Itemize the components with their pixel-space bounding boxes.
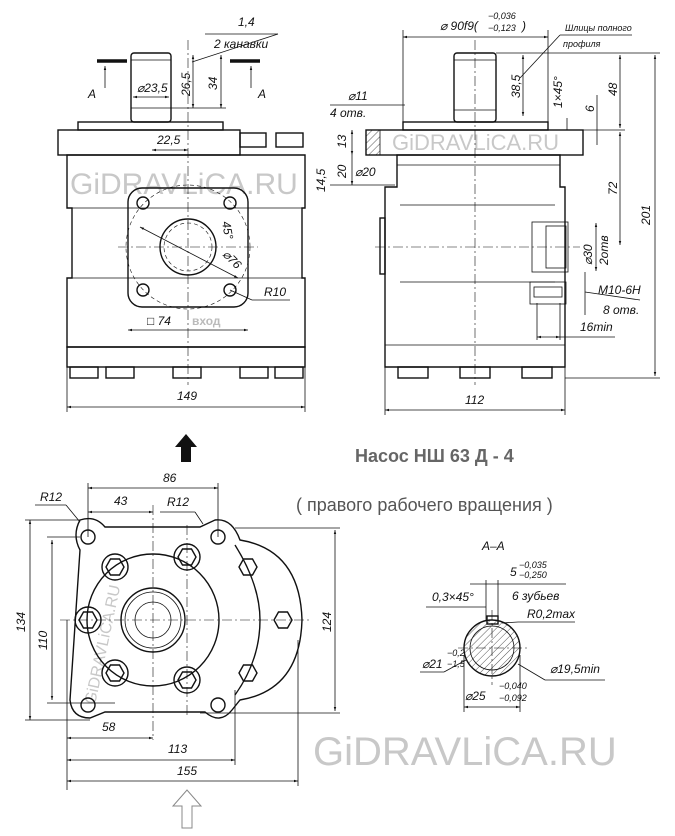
- outer-tol-upper: −0,040: [499, 681, 527, 691]
- hole-count-label: 4 отв.: [330, 106, 366, 120]
- dim-38-5: 38,5: [509, 74, 523, 98]
- section-marker-right: A: [230, 59, 266, 101]
- thread-label: M10-6H: [598, 283, 641, 297]
- port-label-inlet: вход: [192, 314, 221, 328]
- dim-20: 20: [335, 164, 349, 179]
- radius-r12-left: R12: [40, 490, 62, 504]
- watermark-side: GiDRAVLiCA.RU: [392, 130, 559, 155]
- root-radius-label: R0,2max: [527, 607, 576, 621]
- watermark-vertical: GiDRAVLiCA.RU: [82, 583, 124, 705]
- dim-149: 149: [177, 389, 197, 403]
- pilot-tol-upper: −0,036: [488, 11, 516, 21]
- inner-tol-lower: −1,5: [447, 659, 466, 669]
- drawing-subtitle: ( правого рабочего вращения ): [296, 495, 553, 515]
- flange-holes: [136, 196, 237, 297]
- dim-112: 112: [465, 393, 484, 407]
- spline-note-line1: Шлицы полного: [565, 23, 632, 33]
- dim-34: 34: [206, 76, 220, 90]
- drawing-title: Насос НШ 63 Д - 4: [355, 446, 514, 466]
- dim-48: 48: [606, 82, 620, 96]
- bottom-bolts: [69, 366, 304, 379]
- svg-text:A: A: [87, 87, 96, 101]
- watermark-main: GiDRAVLiCA.RU: [313, 730, 617, 774]
- inner-tol-upper: −0,2: [447, 648, 465, 658]
- pilot-dia-label: ⌀ 90f9(: [440, 19, 480, 33]
- thread-depth-label: 16min: [580, 320, 613, 334]
- shaft-dia-label: ⌀23,5: [137, 81, 168, 95]
- chamfer-0-3: 0,3×45°: [432, 590, 474, 604]
- tooth-tol-upper: −0,035: [519, 560, 548, 570]
- outer-dia-label: ⌀25: [465, 689, 486, 703]
- hole-dia-label: ⌀11: [348, 89, 368, 103]
- dim-22-5: 22,5: [156, 133, 181, 147]
- pilot-tol-lower: −0,123: [488, 23, 516, 33]
- radius-r12-right: R12: [167, 495, 189, 509]
- groove-width-label: 1,4: [238, 15, 255, 29]
- spline-note-line2: профиля: [563, 39, 601, 49]
- port-dia-label: ⌀30: [581, 244, 595, 265]
- bolt-circle-label: ⌀76: [220, 247, 245, 272]
- dim-13: 13: [335, 134, 349, 148]
- inner-dia-label: ⌀21: [422, 657, 443, 671]
- svg-text:A: A: [257, 87, 266, 101]
- watermark-front: GiDRAVLiCA.RU: [70, 168, 298, 201]
- dim-155: 155: [177, 764, 197, 778]
- tooth-width-label: 5: [510, 565, 517, 579]
- dim-134: 134: [14, 612, 28, 632]
- spline-section: [458, 610, 528, 685]
- dim-201: 201: [639, 205, 653, 226]
- counterbore-label: ⌀20: [355, 165, 376, 179]
- tooth-tol-lower: −0,250: [519, 570, 547, 580]
- thread-count-label: 8 отв.: [603, 303, 639, 317]
- dim-14-5: 14,5: [314, 168, 328, 192]
- dim-110: 110: [36, 631, 50, 650]
- section-marker-left: A: [87, 59, 127, 101]
- angle-label: 45°: [219, 220, 236, 240]
- dim-6: 6: [583, 105, 597, 112]
- dim-86: 86: [163, 471, 177, 485]
- inlet-flow-arrow-icon: [171, 789, 203, 829]
- rotation-arrow-icon: [175, 434, 197, 462]
- dim-72: 72: [606, 181, 620, 195]
- outer-tol-lower: −0,092: [499, 693, 527, 703]
- groove-note: 2 канавки: [213, 37, 269, 51]
- dim-113: 113: [168, 742, 187, 756]
- port-count-label: 2отв: [597, 235, 611, 266]
- bottom-view: [60, 505, 312, 740]
- dim-26-5: 26,5: [179, 72, 193, 97]
- dim-124: 124: [320, 612, 334, 632]
- section-title: A–A: [481, 539, 505, 553]
- dim-58: 58: [102, 720, 116, 734]
- radius-r10: R10: [264, 285, 286, 299]
- pilot-close-paren: ): [520, 19, 526, 33]
- teeth-count-label: 6 зубьев: [512, 589, 559, 603]
- chamfer-label: 1×45°: [551, 76, 565, 108]
- min-dia-label: ⌀19,5min: [550, 662, 600, 676]
- dim-43: 43: [114, 494, 128, 508]
- front-view: [57, 40, 306, 385]
- square-74: □ 74: [147, 314, 171, 328]
